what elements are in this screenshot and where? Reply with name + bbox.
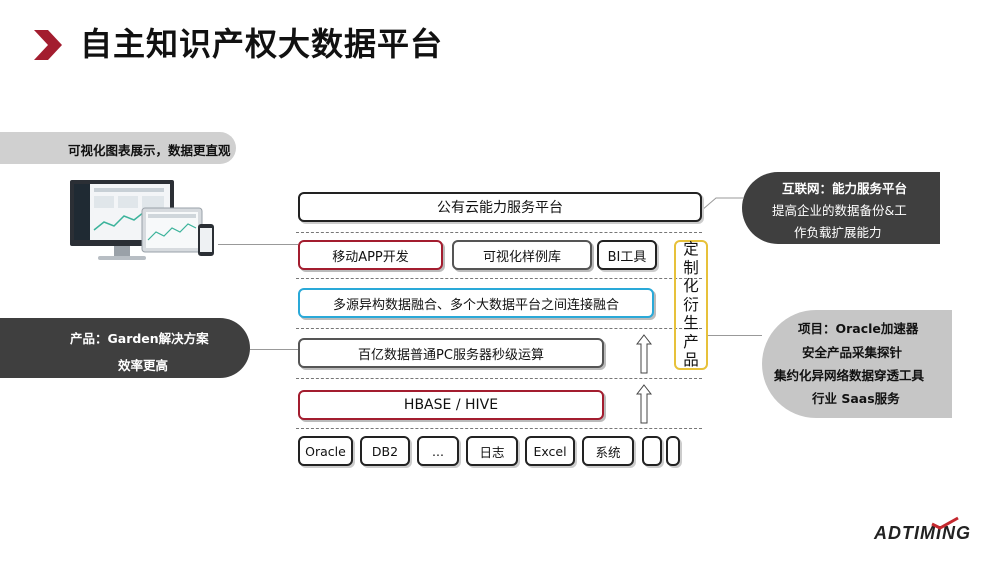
layer-divider-5 <box>296 428 702 429</box>
vertical-char: 衍 <box>683 295 699 314</box>
chevron-right-icon <box>34 30 62 60</box>
layer-divider-2 <box>296 278 702 279</box>
bi-tool-box: BI工具 <box>597 240 657 270</box>
internet-platform-line1: 互联网：能力服务平台 <box>782 181 908 196</box>
connector-line-left-bottom <box>250 349 298 350</box>
page-title: 自主知识产权大数据平台 <box>80 25 444 63</box>
vertical-char: 定 <box>683 240 699 259</box>
source-excel: Excel <box>525 436 575 466</box>
internet-platform-line2: 提高企业的数据备份&工 <box>772 203 907 218</box>
internet-platform-line3: 作负载扩展能力 <box>794 225 882 240</box>
app-dev-box: 移动APP开发 <box>298 240 443 270</box>
connector-line-right-top <box>702 197 744 211</box>
internet-platform-panel: 互联网：能力服务平台 提高企业的数据备份&工 作负载扩展能力 <box>742 172 940 244</box>
garden-solution-panel: 产品：Garden解决方案 效率更高 <box>0 318 250 378</box>
connector-line-left-top <box>218 244 298 245</box>
project-line4: 行业 Saas服务 <box>812 391 900 406</box>
custom-products-frame <box>674 240 708 370</box>
project-line1: 项目：Oracle加速器 <box>798 321 919 336</box>
project-products-panel: 项目：Oracle加速器 安全产品采集探针 集约化异网络数据穿透工具 行业 Sa… <box>762 310 952 418</box>
dashboard-devices-illustration <box>70 180 214 260</box>
visual-display-text: 可视化图表展示，数据更直观 <box>68 143 231 158</box>
project-line2: 安全产品采集探针 <box>802 345 903 360</box>
logo-check-mark-icon <box>931 516 959 530</box>
up-arrow-icon <box>636 334 652 374</box>
visual-display-panel: 可视化图表展示，数据更直观 <box>0 132 236 164</box>
logo-text: ADTIMING <box>874 523 971 543</box>
layer-divider-4 <box>296 378 702 379</box>
data-fusion-layer: 多源异构数据融合、多个大数据平台之间连接融合 <box>298 288 654 318</box>
vertical-char: 生 <box>683 314 699 333</box>
source-db2: DB2 <box>360 436 410 466</box>
up-arrow-icon <box>636 384 652 424</box>
source-blank-2 <box>666 436 680 466</box>
storage-layer: HBASE / HIVE <box>298 390 604 420</box>
vertical-char: 制 <box>683 258 699 277</box>
source-oracle: Oracle <box>298 436 353 466</box>
source-logs: 日志 <box>466 436 518 466</box>
garden-solution-line1: 产品：Garden解决方案 <box>70 331 209 346</box>
vertical-char: 化 <box>683 277 699 296</box>
vertical-char: 产 <box>683 332 699 351</box>
layer-divider-3 <box>296 328 702 329</box>
source-system: 系统 <box>582 436 634 466</box>
custom-products-label: 定 制 化 衍 生 产 品 <box>674 240 708 370</box>
adtiming-logo: ADTIMING <box>874 523 971 544</box>
source-blank-1 <box>642 436 662 466</box>
vertical-char: 品 <box>683 351 699 370</box>
layer-divider-1 <box>296 232 702 233</box>
project-line3: 集约化异网络数据穿透工具 <box>774 368 925 383</box>
cloud-platform-layer: 公有云能力服务平台 <box>298 192 702 222</box>
vis-library-box: 可视化样例库 <box>452 240 592 270</box>
connector-line-right-bottom <box>708 335 762 336</box>
source-more: ... <box>417 436 459 466</box>
compute-layer: 百亿数据普通PC服务器秒级运算 <box>298 338 604 368</box>
garden-solution-line2: 效率更高 <box>118 358 169 373</box>
